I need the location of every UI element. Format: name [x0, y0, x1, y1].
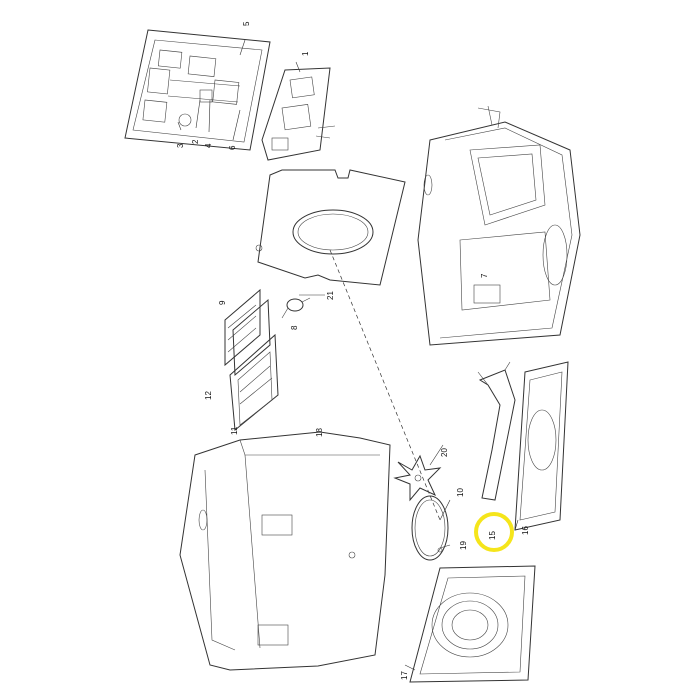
callout-8: 8	[290, 325, 299, 330]
relay-board	[261, 67, 336, 161]
callout-17: 17	[400, 671, 409, 680]
heating-element	[224, 288, 271, 377]
callout-16: 16	[521, 526, 530, 535]
callout-19: 19	[459, 541, 468, 550]
rear-heat-shield	[255, 169, 406, 286]
outer-cabinet	[179, 431, 391, 671]
oven-cavity	[417, 105, 581, 346]
control-board-panel	[124, 29, 271, 151]
callout-20: 20	[440, 448, 449, 457]
callout-18: 18	[315, 428, 324, 437]
callout-3: 3	[176, 143, 185, 148]
callout-9: 9	[218, 300, 227, 305]
thermostat-sensor	[281, 297, 311, 319]
highlight-circle	[474, 512, 514, 552]
front-frame-door	[409, 565, 536, 683]
callout-7: 7	[480, 273, 489, 278]
callout-1: 1	[301, 51, 310, 56]
fan-blade	[393, 454, 442, 502]
callout-2: 2	[191, 139, 200, 144]
callout-labels: 1 5 3 2 4 6 21 7 8 9 12 11 18 20 10 19 1…	[176, 21, 530, 680]
callout-4: 4	[204, 143, 213, 148]
callout-21: 21	[326, 291, 335, 300]
callout-12: 12	[204, 391, 213, 400]
callout-15: 15	[488, 531, 497, 540]
rear-panel	[514, 361, 569, 531]
callout-5: 5	[242, 21, 251, 26]
fan-guard-ring	[411, 495, 449, 561]
callout-6: 6	[228, 145, 237, 150]
convection-element	[229, 333, 279, 431]
leader-lines	[177, 39, 519, 671]
callout-10: 10	[456, 488, 465, 497]
callout-11: 11	[230, 426, 239, 435]
element-15-wire	[477, 361, 516, 501]
